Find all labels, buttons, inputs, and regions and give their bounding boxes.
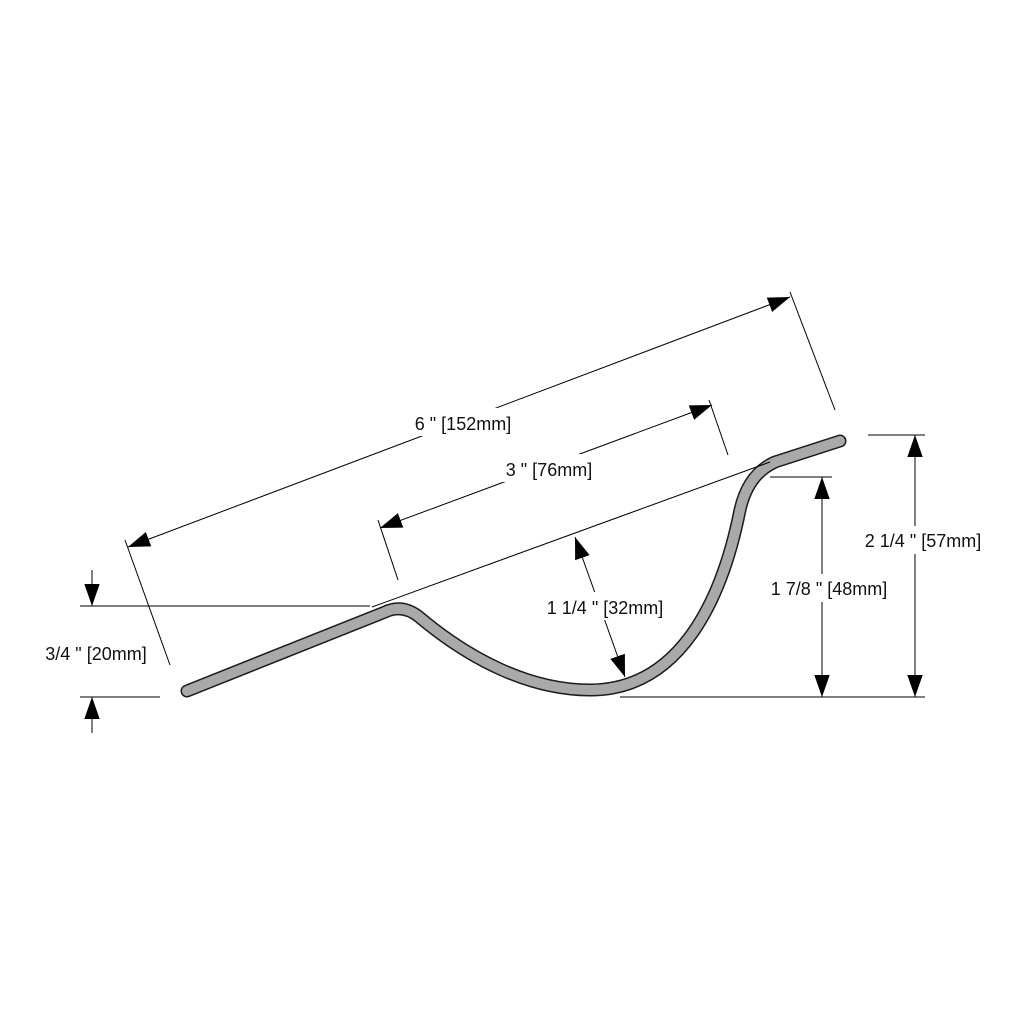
chord-line (371, 461, 771, 608)
label-pocket-width: 3 " [76mm] (506, 460, 592, 480)
dimension-overall-height: 2 1/4 " [57mm] (620, 434, 993, 698)
dimension-overall-length: 6 " [152mm] (124, 291, 836, 666)
dimension-pocket-width: 3 " [76mm] (377, 399, 729, 581)
label-pocket-depth: 1 1/4 " [32mm] (547, 598, 663, 618)
dimension-inner-height: 1 7/8 " [48mm] (760, 476, 898, 697)
label-lip-height: 3/4 " [20mm] (45, 644, 146, 664)
label-inner-height: 1 7/8 " [48mm] (771, 579, 887, 599)
dimension-lip-height: 3/4 " [20mm] (45, 570, 370, 733)
label-overall-height: 2 1/4 " [57mm] (865, 531, 981, 551)
dimension-pocket-depth: 1 1/4 " [32mm] (535, 536, 675, 678)
label-overall-length: 6 " [152mm] (415, 414, 511, 434)
